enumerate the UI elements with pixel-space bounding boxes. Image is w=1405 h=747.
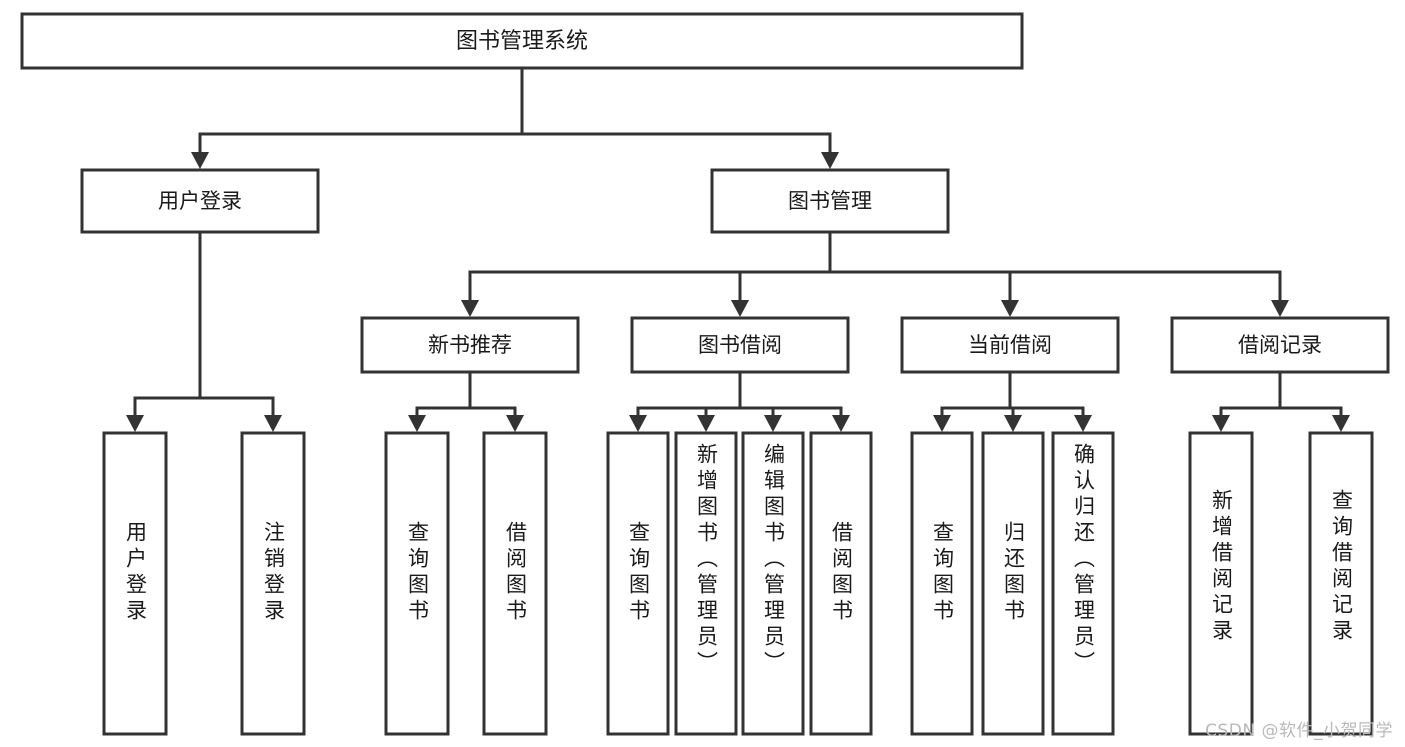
connector-book-borrow-to-leaf-edit-book (738, 372, 782, 432)
connector-book-manage-to-new-book-recommend (461, 232, 832, 317)
node-label-current-borrow: 当前借阅 (968, 333, 1052, 357)
node-leaf-query-book-2 (606, 431, 670, 736)
connector-new-book-recommend-to-leaf-borrow-book-1 (468, 372, 524, 432)
node-box-leaf-return-book[interactable] (981, 431, 1045, 736)
node-label-new-book-recommend: 新书推荐 (428, 333, 512, 357)
connector-borrow-record-to-leaf-add-record (1212, 372, 1282, 432)
node-leaf-borrow-book-2 (809, 431, 873, 736)
connector-book-borrow-to-leaf-borrow-book-2 (738, 372, 850, 432)
watermark-text: CSDN @软件_小贺同学 (1205, 721, 1393, 741)
node-box-leaf-confirm-return[interactable] (1051, 431, 1115, 736)
connector-book-manage-to-current-borrow (828, 232, 1019, 317)
node-box-new-book-recommend[interactable] (360, 316, 580, 374)
connector-new-book-recommend-to-leaf-query-book-1 (408, 372, 472, 432)
node-user-login (80, 168, 320, 234)
node-box-leaf-add-book[interactable] (674, 431, 738, 736)
node-leaf-query-book-1 (384, 431, 450, 736)
node-book-manage (710, 168, 950, 234)
connector-book-borrow-to-leaf-add-book (697, 372, 742, 432)
node-box-leaf-query-book-2[interactable] (606, 431, 670, 736)
node-leaf-user-logout (240, 431, 306, 736)
node-leaf-borrow-book-1 (482, 431, 548, 736)
node-root (20, 12, 1024, 70)
node-leaf-add-book (674, 431, 738, 736)
connector-user-login-to-leaf-user-logout (198, 232, 282, 432)
node-leaf-add-record (1188, 431, 1254, 736)
node-box-leaf-add-record[interactable] (1188, 431, 1254, 736)
connector-root-to-book-manage (520, 68, 839, 169)
connector-root-to-user-login (191, 68, 524, 169)
node-box-leaf-user-login[interactable] (102, 431, 168, 736)
node-leaf-return-book (981, 431, 1045, 736)
connector-lines-group (126, 68, 1350, 432)
node-box-borrow-record[interactable] (1170, 316, 1390, 374)
connector-book-borrow-to-leaf-query-book-2 (629, 372, 742, 432)
node-book-borrow (630, 316, 850, 374)
connector-current-borrow-to-leaf-confirm-return (1008, 372, 1092, 432)
node-box-current-borrow[interactable] (900, 316, 1120, 374)
node-label-book-borrow: 图书借阅 (698, 333, 782, 357)
node-leaf-query-record (1308, 431, 1374, 736)
node-label-root: 图书管理系统 (456, 29, 588, 54)
node-box-leaf-borrow-book-1[interactable] (482, 431, 548, 736)
node-box-leaf-query-record[interactable] (1308, 431, 1374, 736)
node-box-leaf-query-book-3[interactable] (910, 431, 974, 736)
node-label-borrow-record: 借阅记录 (1238, 333, 1322, 357)
node-box-leaf-borrow-book-2[interactable] (809, 431, 873, 736)
node-leaf-query-book-3 (910, 431, 974, 736)
node-label-user-login: 用户登录 (158, 189, 242, 213)
node-box-leaf-user-logout[interactable] (240, 431, 306, 736)
node-current-borrow (900, 316, 1120, 374)
node-box-user-login[interactable] (80, 168, 320, 234)
connector-current-borrow-to-leaf-return-book (1004, 372, 1022, 432)
node-borrow-record (1170, 316, 1390, 374)
connector-book-manage-to-borrow-record (828, 232, 1289, 317)
connector-borrow-record-to-leaf-query-record (1278, 372, 1350, 432)
node-box-leaf-edit-book[interactable] (741, 431, 805, 736)
connector-user-login-to-leaf-user-login (126, 232, 202, 432)
node-box-book-borrow[interactable] (630, 316, 850, 374)
connector-current-borrow-to-leaf-query-book-3 (933, 372, 1012, 432)
node-new-book-recommend (360, 316, 580, 374)
node-box-leaf-query-book-1[interactable] (384, 431, 450, 736)
node-leaf-confirm-return (1051, 431, 1115, 736)
node-boxes-group (20, 12, 1390, 736)
node-label-book-manage: 图书管理 (788, 189, 872, 213)
node-box-root[interactable] (20, 12, 1024, 70)
connector-book-manage-to-book-borrow (731, 232, 832, 317)
node-leaf-edit-book (741, 431, 805, 736)
node-leaf-user-login (102, 431, 168, 736)
node-box-book-manage[interactable] (710, 168, 950, 234)
